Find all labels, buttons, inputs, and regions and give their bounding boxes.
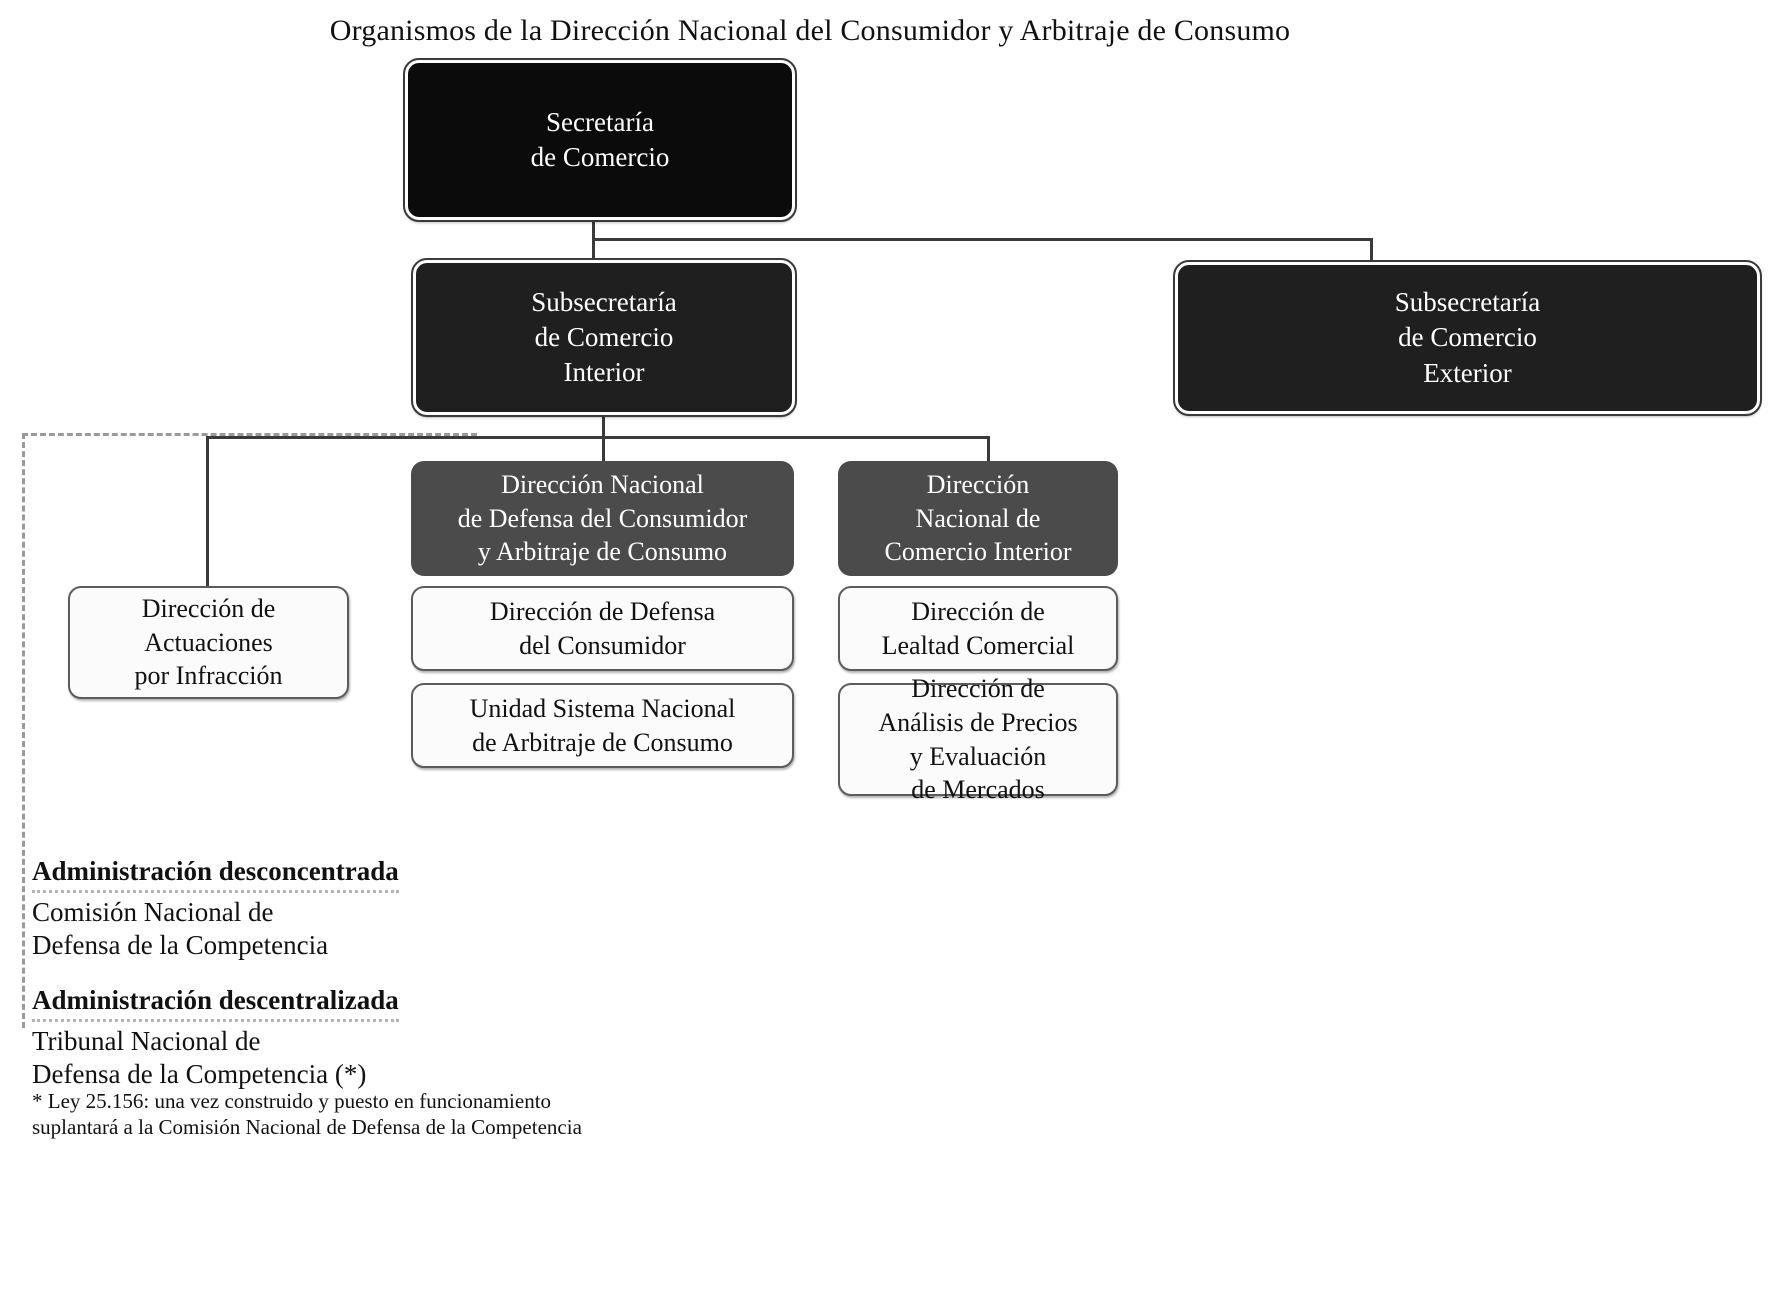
legend-heading-descentralizada: Administración descentralizada xyxy=(32,985,399,1022)
node-label: Secretaría de Comercio xyxy=(530,106,670,172)
node-label: Dirección de Análisis de Precios y Evalu… xyxy=(878,673,1078,805)
legend-body-desconcentrada: Comisión Nacional de Defensa de la Compe… xyxy=(32,897,329,960)
connector-to-dn-comercio-interior xyxy=(987,436,990,462)
node-subsecretaria-de-comercio-interior[interactable]: Subsecretaría de Comercio Interior xyxy=(411,258,797,417)
node-label: Dirección Nacional de Comercio Interior xyxy=(884,469,1072,567)
node-label: Dirección de Defensa del Consumidor xyxy=(489,596,716,660)
legend-body-descentralizada: Tribunal Nacional de Defensa de la Compe… xyxy=(32,1026,367,1089)
node-direccion-de-defensa-del-consumidor[interactable]: Dirección de Defensa del Consumidor xyxy=(411,586,794,671)
connector-level2-bus xyxy=(206,436,990,439)
legend-administracion-desconcentrada: Administración desconcentrada Comisión N… xyxy=(32,856,399,962)
legend-administracion-descentralizada: Administración descentralizada Tribunal … xyxy=(32,985,399,1091)
node-label: Dirección de Actuaciones por Infracción xyxy=(134,593,283,691)
node-label: Subsecretaría de Comercio Interior xyxy=(531,286,677,388)
node-subsecretaria-de-comercio-exterior[interactable]: Subsecretaría de Comercio Exterior xyxy=(1173,260,1762,416)
connector-to-subsecretaria-interior xyxy=(592,238,595,262)
node-label: Dirección Nacional de Defensa del Consum… xyxy=(457,469,748,567)
connector-subsecretaria-interior-down xyxy=(602,415,605,439)
node-direccion-nacional-defensa-consumidor[interactable]: Dirección Nacional de Defensa del Consum… xyxy=(411,461,794,576)
node-direccion-analisis-precios[interactable]: Dirección de Análisis de Precios y Evalu… xyxy=(838,674,1118,804)
connector-secretaria-down xyxy=(592,220,595,240)
node-direccion-actuaciones-por-infraccion[interactable]: Dirección de Actuaciones por Infracción xyxy=(68,586,349,699)
page-title: Organismos de la Dirección Nacional del … xyxy=(329,14,1291,47)
node-label: Unidad Sistema Nacional de Arbitraje de … xyxy=(469,693,736,757)
node-label: Dirección de Lealtad Comercial xyxy=(881,596,1075,660)
connector-level1-bus xyxy=(592,238,1373,241)
node-direccion-lealtad-comercial[interactable]: Dirección de Lealtad Comercial xyxy=(838,586,1118,671)
dashed-region-border xyxy=(22,433,477,1028)
node-label: Subsecretaría de Comercio Exterior xyxy=(1394,287,1541,388)
node-unidad-sistema-nacional-arbitraje[interactable]: Unidad Sistema Nacional de Arbitraje de … xyxy=(411,683,794,768)
node-direccion-nacional-comercio-interior[interactable]: Dirección Nacional de Comercio Interior xyxy=(838,461,1118,576)
footnote-ley-25156: * Ley 25.156: una vez construido y puest… xyxy=(32,1089,582,1140)
connector-to-dn-defensa-consumidor xyxy=(602,436,605,462)
legend-heading-desconcentrada: Administración desconcentrada xyxy=(32,856,399,893)
connector-to-actuaciones xyxy=(206,436,209,588)
connector-to-subsecretaria-exterior xyxy=(1370,238,1373,264)
node-secretaria-de-comercio[interactable]: Secretaría de Comercio xyxy=(403,58,797,222)
